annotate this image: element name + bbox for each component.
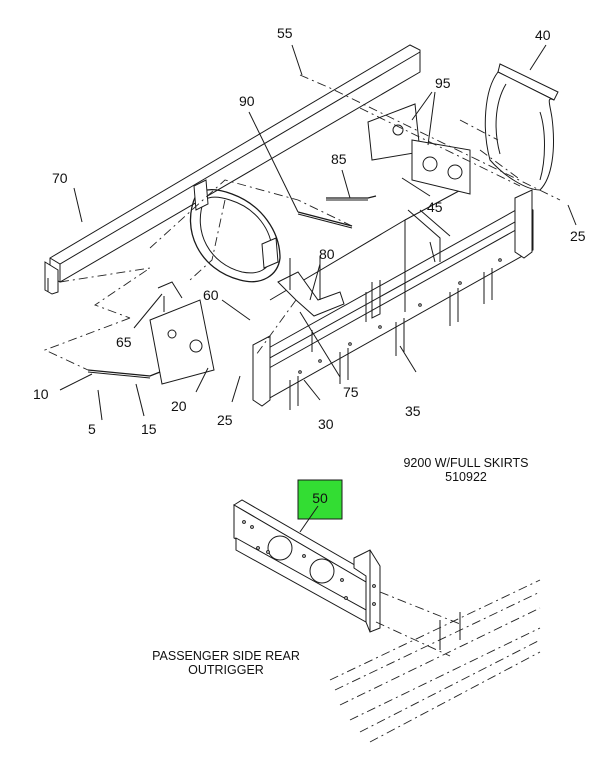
mud-flap [484, 63, 559, 191]
model-caption-line1: 9200 W/FULL SKIRTS [403, 456, 528, 470]
callout-15[interactable]: 15 [141, 421, 157, 437]
upper-frame-rail [44, 44, 421, 295]
highlighted-callout-50[interactable]: 50 [297, 479, 343, 533]
model-caption: 9200 W/FULL SKIRTS 510922 [403, 456, 528, 484]
detail-caption-line1: PASSENGER SIDE REAR [152, 649, 300, 663]
callout-35[interactable]: 35 [405, 403, 421, 419]
detail-caption: PASSENGER SIDE REAR OUTRIGGER [152, 649, 300, 677]
part-callouts: 55 40 95 90 85 70 45 25 80 60 65 75 10 2… [33, 25, 586, 437]
callout-20[interactable]: 20 [171, 398, 187, 414]
frame-assembly-drawing: 55 40 95 90 85 70 45 25 80 60 65 75 10 2… [33, 25, 586, 437]
callout-90[interactable]: 90 [239, 93, 255, 109]
callout-5[interactable]: 5 [88, 421, 96, 437]
callout-50[interactable]: 50 [312, 490, 328, 506]
bracket-95 [367, 103, 471, 262]
detail-caption-line2: OUTRIGGER [188, 663, 264, 677]
callout-70[interactable]: 70 [52, 170, 68, 186]
lower-frame-rail [252, 189, 534, 410]
callout-75[interactable]: 75 [343, 384, 359, 400]
model-caption-line2: 510922 [445, 470, 487, 484]
rod-85 [326, 195, 377, 201]
callout-80[interactable]: 80 [319, 246, 335, 262]
bracket-75-80 [277, 256, 345, 317]
bracket-assembly-65 [87, 281, 215, 385]
callout-45[interactable]: 45 [427, 199, 443, 215]
callout-30[interactable]: 30 [318, 416, 334, 432]
callout-25-left[interactable]: 25 [217, 412, 233, 428]
rail-holes [298, 258, 502, 374]
reference-lines [43, 74, 561, 371]
callout-95[interactable]: 95 [435, 75, 451, 91]
callout-85[interactable]: 85 [331, 151, 347, 167]
outrigger-plate [233, 499, 381, 633]
callout-55[interactable]: 55 [277, 25, 293, 41]
detail-frame-rail [329, 579, 541, 743]
callout-10[interactable]: 10 [33, 386, 49, 402]
rod-90 [297, 211, 353, 229]
plate-holes [242, 520, 348, 600]
callout-25-right[interactable]: 25 [570, 228, 586, 244]
outrigger-detail-drawing: 50 [233, 479, 541, 743]
highlight-box[interactable] [297, 479, 343, 520]
callout-65[interactable]: 65 [116, 334, 132, 350]
callout-40[interactable]: 40 [535, 27, 551, 43]
leader-lines [59, 44, 577, 421]
callout-60[interactable]: 60 [203, 287, 219, 303]
tank-strap-ring [189, 179, 281, 283]
